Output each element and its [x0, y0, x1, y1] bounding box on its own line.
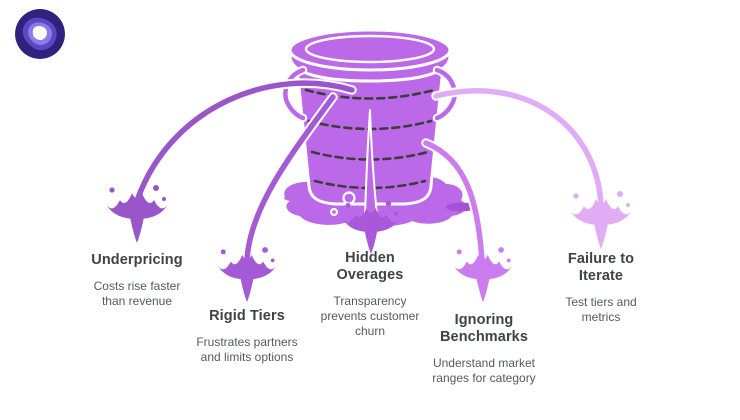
bucket-handles	[283, 67, 457, 121]
leak-title: Hidden Overages	[336, 250, 404, 283]
bucket-rim-opening	[304, 34, 436, 64]
leak-description: Test tiers and metrics	[565, 295, 637, 324]
stream-outline	[431, 86, 606, 209]
leak-title: Underpricing	[91, 252, 183, 268]
leak-description: Transparency prevents customer churn	[320, 294, 420, 338]
leak-title: Ignoring Benchmarks	[439, 312, 529, 345]
stream-ignoring-benchmarks	[423, 140, 485, 263]
leak-failure-to-iterate: Failure to Iterate Test tiers and metric…	[551, 251, 651, 325]
brand-logo	[14, 8, 66, 60]
leak-ignoring-benchmarks: Ignoring Benchmarks Understand market ra…	[423, 312, 545, 386]
leak-description: Frustrates partners and limits options	[196, 335, 298, 364]
leak-underpricing: Underpricing Costs rise faster than reve…	[81, 252, 193, 309]
leak-title: Rigid Tiers	[209, 308, 285, 324]
puddle-spot	[446, 202, 476, 212]
leak-hidden-overages: Hidden Overages Transparency prevents cu…	[316, 250, 424, 339]
logo-icon	[15, 9, 65, 59]
stream-underpricing	[135, 80, 355, 201]
leak-description: Costs rise faster than revenue	[93, 279, 181, 308]
leak-rigid-tiers: Rigid Tiers Frustrates partners and limi…	[188, 308, 306, 365]
stream-rigid-tiers	[244, 94, 336, 263]
leak-title: Failure to Iterate	[567, 251, 635, 284]
stream-failure-to-iterate	[433, 88, 604, 207]
bubble-icon	[329, 207, 339, 217]
leak-description: Understand market ranges for category	[432, 356, 536, 385]
